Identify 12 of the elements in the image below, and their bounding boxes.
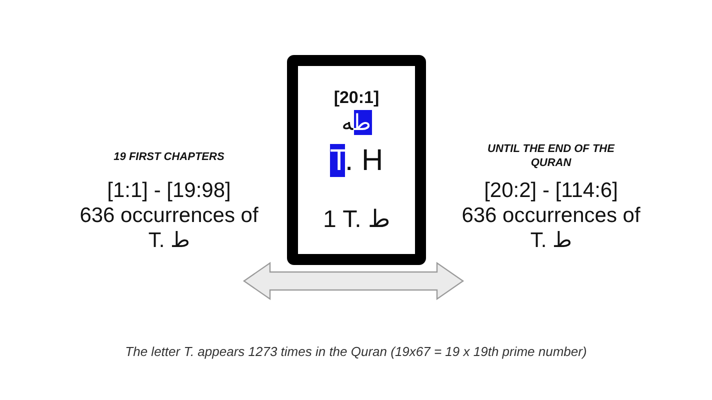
range-text: 636 occurrences of T. ط — [460, 203, 642, 253]
verse-reference: [20:1] — [332, 88, 380, 108]
count-text: 1 T. ط — [322, 206, 391, 234]
caption: The letter T. appears 1273 times in the Quran (19x67 = 19 x 19th prime number) — [124, 344, 588, 359]
range-text: 636 occurrences of T. ط — [78, 203, 260, 253]
range-text: [20:2] - [114:6] — [483, 178, 619, 203]
double-arrow — [242, 262, 464, 300]
display-frame — [287, 55, 426, 265]
range-text: [1:1] - [19:98] — [106, 178, 232, 203]
section-heading: 19 FIRST CHAPTERS — [112, 150, 226, 164]
section-heading: UNTIL THE END OF THE QURAN — [486, 142, 616, 171]
transliteration: T. H — [328, 144, 384, 178]
